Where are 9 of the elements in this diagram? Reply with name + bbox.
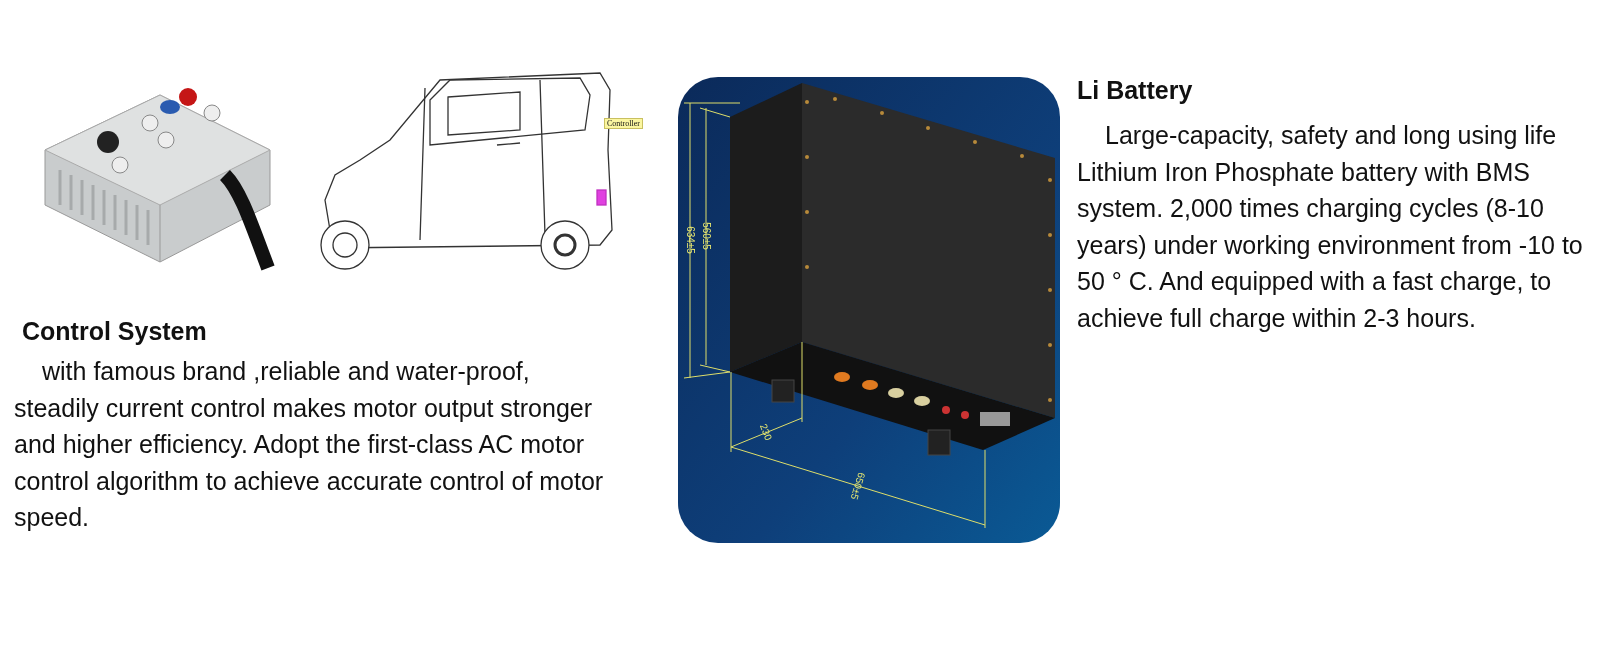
dimension-label: 230	[757, 422, 775, 442]
dimension-label: 650±5	[848, 471, 868, 501]
callout-tag: Controller	[604, 118, 643, 129]
description-paragraph: Large-capacity, safety and long using life Lithium Iron Phosphate battery with BMS system. 2,000 times charging cycles (8-10 years) under working environment from -10 to 50 ° C. And equipped with a fast charge, to achieve full charge within 2-3 hours.	[1077, 120, 1584, 334]
section-heading: Li Battery	[1077, 76, 1193, 105]
dimension-label: 634±5	[684, 226, 696, 254]
section-heading: Control System	[22, 317, 207, 346]
dimension-label: 560±5	[700, 222, 712, 250]
description-paragraph: with famous brand ,reliable and water-proof, steadily current control makes motor output stronger and higher efficiency. Adopt the first-class AC motor control algorithm to achieve accurate control of motor speed.	[14, 356, 604, 533]
